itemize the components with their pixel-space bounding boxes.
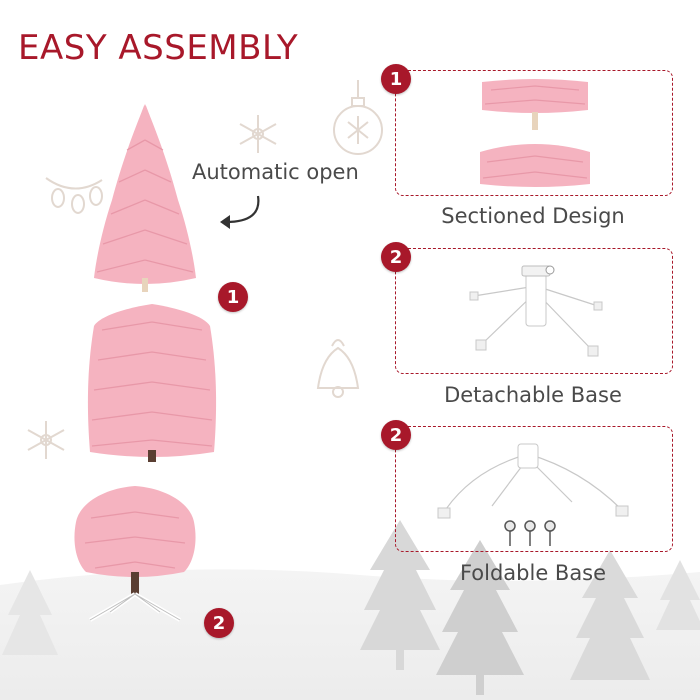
feature-caption-detachable-base: Detachable Base (444, 383, 622, 407)
foldable-base-image (437, 443, 629, 546)
bell-icon (316, 339, 360, 398)
bauble-icon (333, 80, 383, 155)
snowflake-icon (27, 421, 65, 459)
automatic-open-label: Automatic open (192, 160, 359, 184)
feature-badge-detachable-base: 2 (381, 242, 411, 272)
tree-bottom-section-with-stand-image (74, 486, 196, 622)
background-trees-illustration (360, 520, 700, 695)
tree-middle-section-image (87, 304, 217, 462)
detachable-base-image (469, 265, 603, 357)
feature-caption-sectioned-design: Sectioned Design (441, 204, 625, 228)
lights-icon (45, 177, 103, 214)
page-title: EASY ASSEMBLY (18, 28, 299, 68)
snowflake-icon (239, 115, 277, 153)
feature-frame-detachable-base (395, 248, 673, 374)
feature-caption-foldable-base: Foldable Base (459, 561, 607, 585)
background-trees-left (2, 570, 58, 655)
tree-top-section-image (94, 104, 196, 292)
feature-badge-sectioned-design: 1 (381, 64, 411, 94)
sectioned-design-image (480, 79, 590, 187)
feature-frame-foldable-base (395, 426, 673, 552)
feature-frame-sectioned-design (395, 70, 673, 196)
step-badge-1: 1 (218, 282, 248, 312)
feature-badge-foldable-base: 2 (381, 420, 411, 450)
step-badge-2: 2 (204, 608, 234, 638)
curved-arrow-icon (220, 195, 260, 229)
